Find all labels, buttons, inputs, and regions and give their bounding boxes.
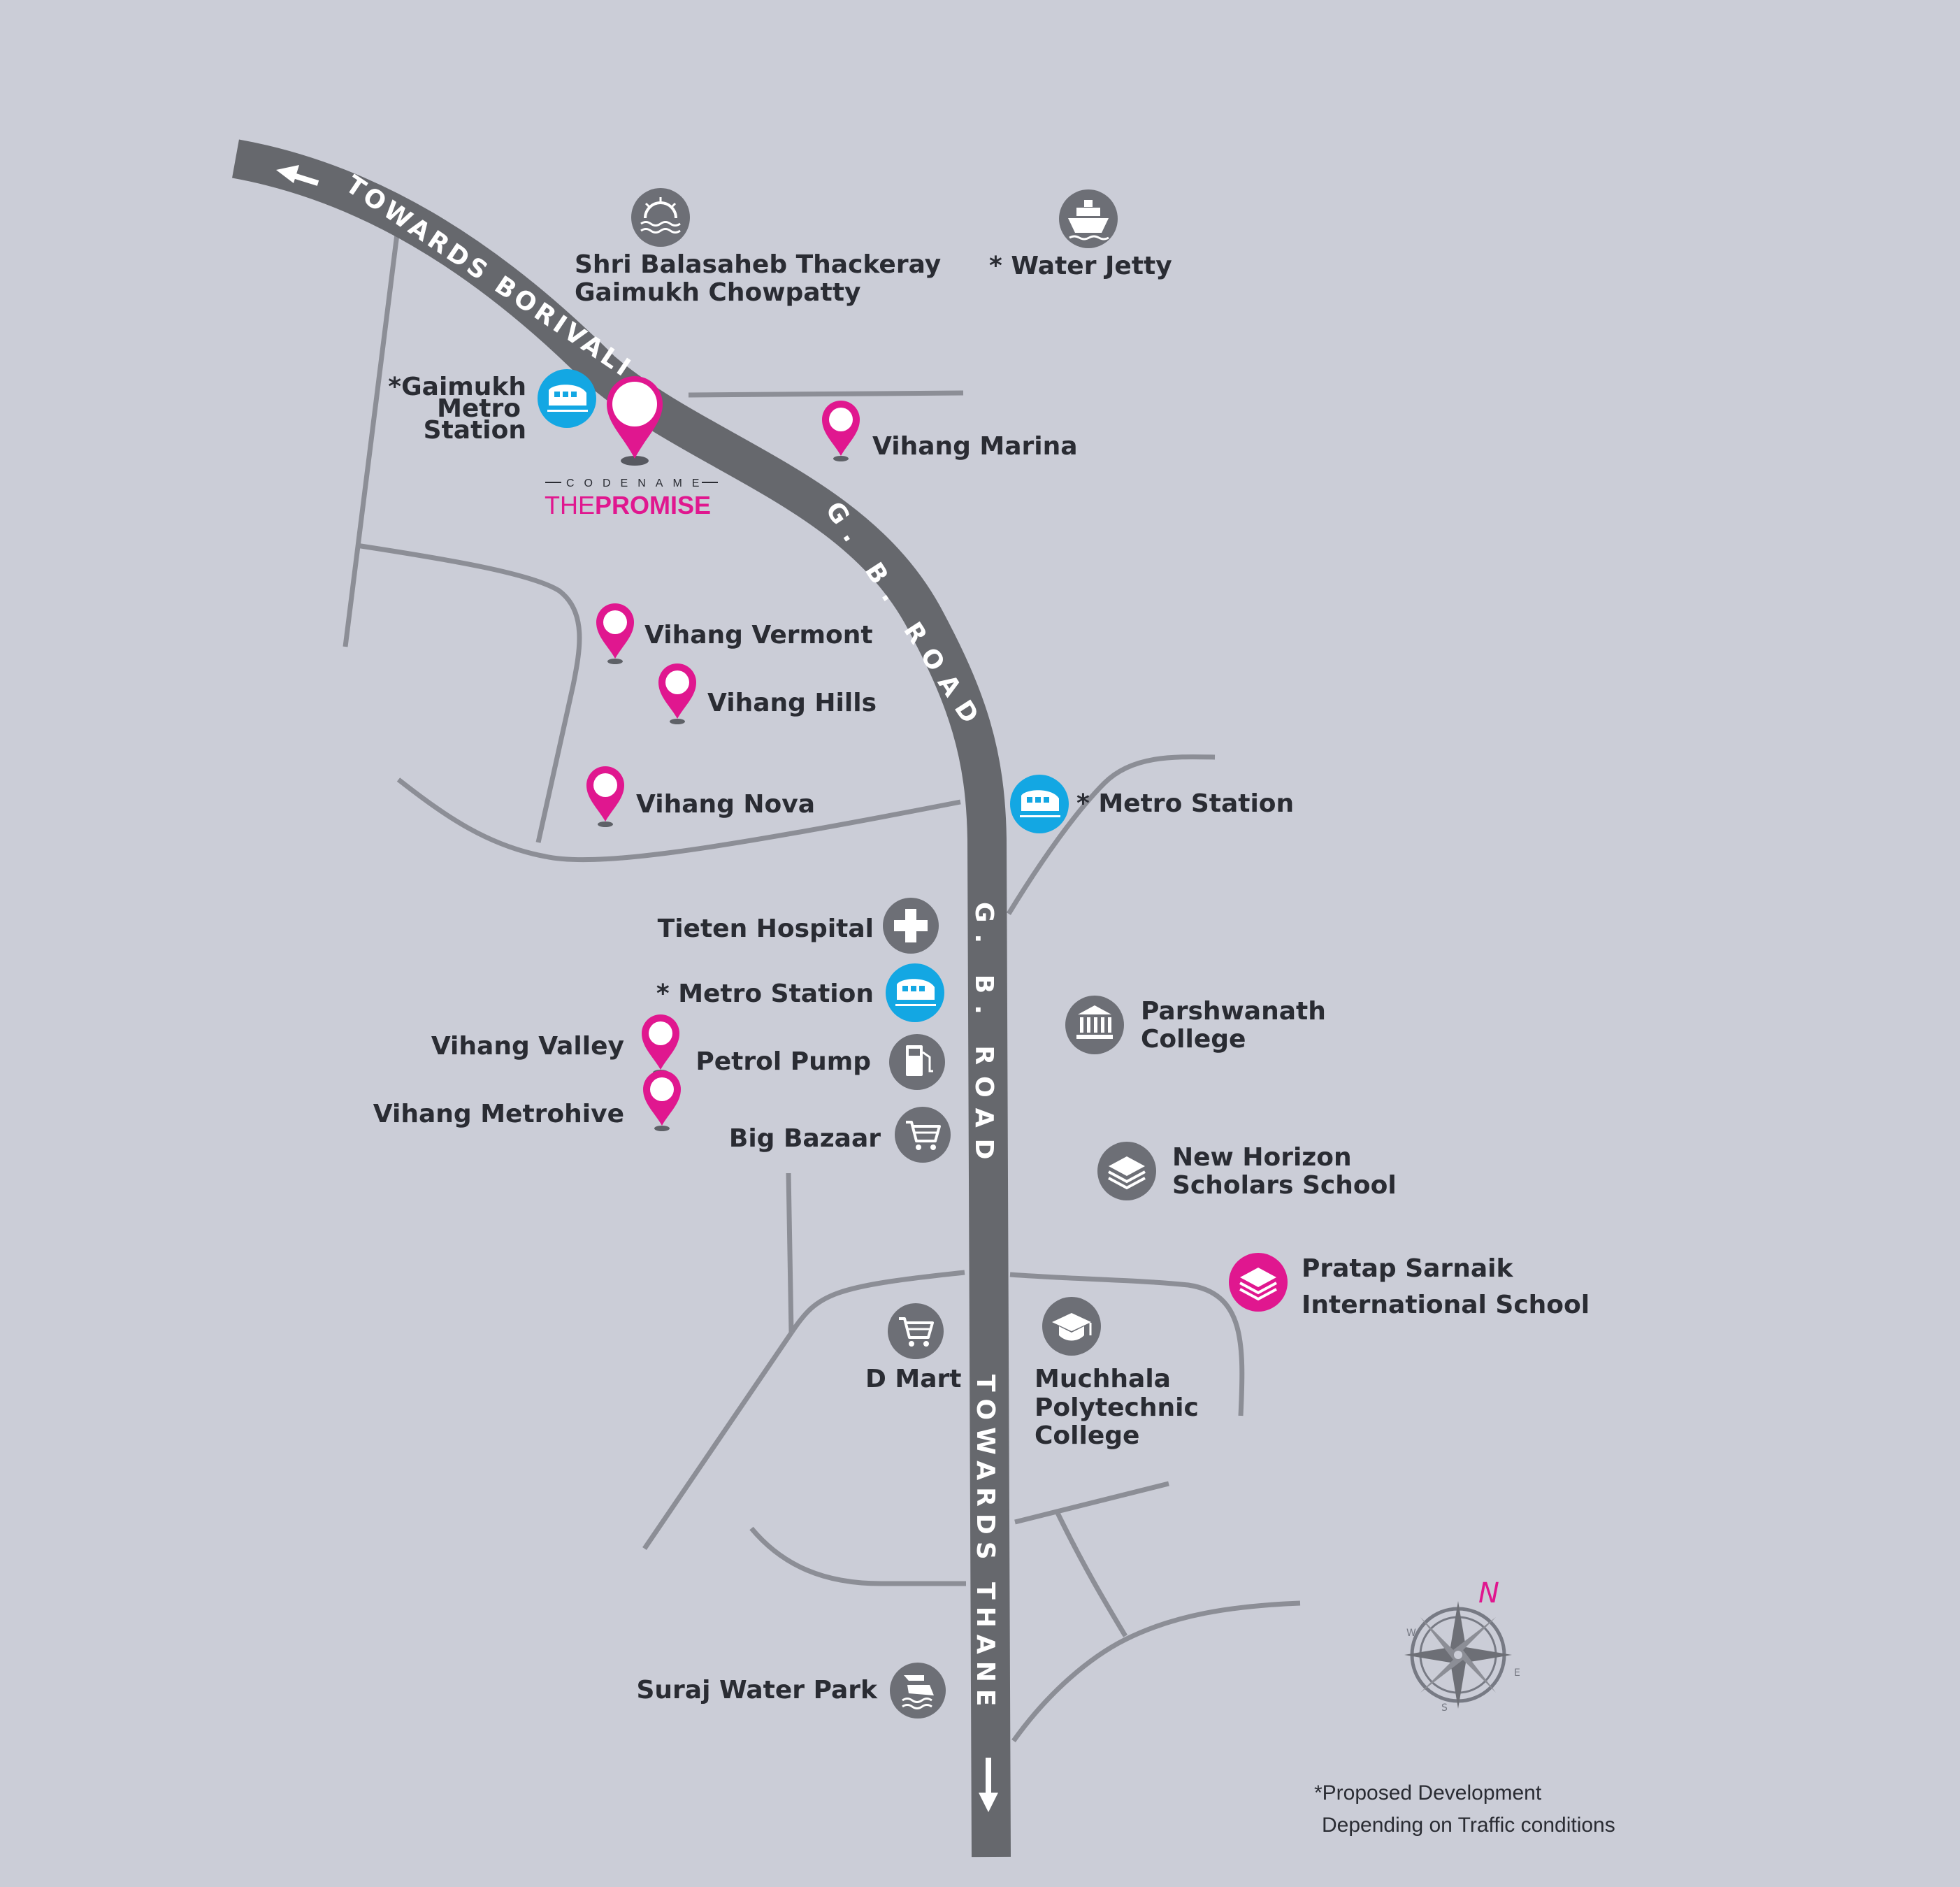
poi-vihang-marina[interactable]: Vihang Marina [822, 401, 1078, 461]
fuel-pump-icon [889, 1034, 945, 1090]
poi-label: Suraj Water Park [636, 1676, 878, 1705]
compass-rose-icon [1404, 1601, 1512, 1709]
poi-tieten-hospital[interactable]: Tieten Hospital [658, 898, 939, 954]
books-icon [1229, 1253, 1288, 1312]
water-slide-icon [890, 1663, 946, 1719]
poi-metro-station-left[interactable]: * Metro Station [656, 963, 944, 1022]
poi-label: Tieten Hospital [658, 914, 874, 943]
poi-vihang-valley[interactable]: Vihang Valley [431, 1014, 679, 1075]
books-icon [1097, 1142, 1156, 1200]
poi-vihang-nova[interactable]: Vihang Nova [586, 766, 815, 827]
poi-label: D Mart [865, 1365, 962, 1393]
poi-d-mart[interactable]: D Mart [865, 1303, 962, 1393]
poi-label: *Gaimukh [388, 373, 526, 401]
project-name: THEPROMISE [545, 491, 711, 519]
poi-label: Vihang Vermont [644, 621, 873, 650]
poi-label: Vihang Marina [872, 432, 1078, 461]
map-pin-icon [596, 603, 634, 664]
footnote-line-1: *Proposed Development [1314, 1781, 1542, 1805]
footnote-line-2: Depending on Traffic conditions [1322, 1814, 1615, 1837]
poi-label: Vihang Nova [636, 790, 815, 819]
graduation-cap-icon [1042, 1297, 1101, 1356]
compass-north-label: N [1478, 1577, 1499, 1609]
poi-label: New Horizon [1172, 1143, 1352, 1172]
map-pin-icon [658, 663, 696, 724]
poi-metro-station-right[interactable]: * Metro Station [1010, 775, 1294, 833]
cart-icon [895, 1107, 951, 1163]
train-icon [1010, 775, 1069, 833]
poi-parshwanath-college[interactable]: Parshwanath College [1065, 996, 1326, 1054]
train-icon [886, 963, 944, 1022]
road-label-gb-road-lower: G. B. ROAD [970, 902, 998, 1171]
poi-muchhala-polytechnic[interactable]: Muchhala Polytechnic College [1035, 1297, 1199, 1450]
poi-new-horizon-school[interactable]: New Horizon Scholars School [1097, 1142, 1397, 1200]
poi-vihang-hills[interactable]: Vihang Hills [658, 663, 877, 724]
poi-label: Metro [437, 394, 521, 423]
poi-label: Petrol Pump [696, 1047, 871, 1076]
poi-vihang-metrohive[interactable]: Vihang Metrohive [373, 1070, 681, 1131]
train-icon [538, 369, 596, 428]
poi-gaimukh-chowpatty[interactable]: Shri Balasaheb Thackeray Gaimukh Chowpat… [575, 188, 941, 307]
sunset-icon [631, 188, 690, 247]
poi-label: Parshwanath [1141, 997, 1326, 1026]
poi-label: Polytechnic [1035, 1393, 1199, 1422]
poi-label: Vihang Valley [431, 1032, 624, 1061]
project-codename: CODENAME [566, 478, 709, 489]
minor-roads [343, 234, 1301, 1743]
map-pin-icon [586, 766, 624, 827]
map-pin-icon [643, 1070, 681, 1131]
cart-icon [888, 1303, 944, 1359]
compass-east-label: E [1514, 1667, 1520, 1679]
poi-label: College [1141, 1025, 1246, 1054]
poi-pratap-sarnaik-school[interactable]: Pratap Sarnaik International School [1229, 1253, 1590, 1319]
poi-label: College [1035, 1421, 1139, 1450]
poi-water-jetty[interactable]: * Water Jetty [989, 189, 1172, 280]
road-label-towards-thane: TOWARDS THANE [971, 1375, 1000, 1713]
poi-label: * Water Jetty [989, 252, 1172, 280]
poi-label: Gaimukh Chowpatty [575, 278, 860, 307]
gb-road [232, 139, 1011, 1858]
poi-label: Scholars School [1172, 1171, 1397, 1200]
project-marker[interactable]: CODENAME THEPROMISE [545, 376, 718, 519]
compass-west-label: W [1406, 1628, 1416, 1639]
poi-label: Vihang Metrohive [373, 1100, 624, 1128]
poi-label: Station [424, 416, 526, 445]
ship-icon [1059, 189, 1118, 248]
columns-icon [1065, 996, 1124, 1054]
poi-big-bazaar[interactable]: Big Bazaar [729, 1107, 951, 1163]
poi-label: Muchhala [1035, 1365, 1171, 1393]
arrow-down-icon [979, 1758, 998, 1812]
map-pin-icon [642, 1014, 679, 1075]
poi-label: * Metro Station [1076, 789, 1294, 818]
cross-icon [883, 898, 939, 954]
arrow-left-icon [276, 165, 319, 186]
poi-label: International School [1302, 1291, 1590, 1319]
poi-label: Vihang Hills [707, 689, 877, 717]
poi-vihang-vermont[interactable]: Vihang Vermont [596, 603, 873, 664]
map-pin-icon [822, 401, 860, 461]
poi-label: Shri Balasaheb Thackeray [575, 250, 941, 279]
poi-label: Pratap Sarnaik [1302, 1254, 1513, 1283]
poi-label: Big Bazaar [729, 1124, 881, 1153]
poi-suraj-water-park[interactable]: Suraj Water Park [636, 1663, 946, 1719]
compass-south-label: S [1441, 1702, 1448, 1714]
poi-label: * Metro Station [656, 980, 874, 1008]
map-pin-icon [607, 376, 663, 466]
poi-petrol-pump[interactable]: Petrol Pump [696, 1034, 945, 1090]
poi-gaimukh-metro-station[interactable]: *Gaimukh Metro Station [388, 369, 596, 445]
